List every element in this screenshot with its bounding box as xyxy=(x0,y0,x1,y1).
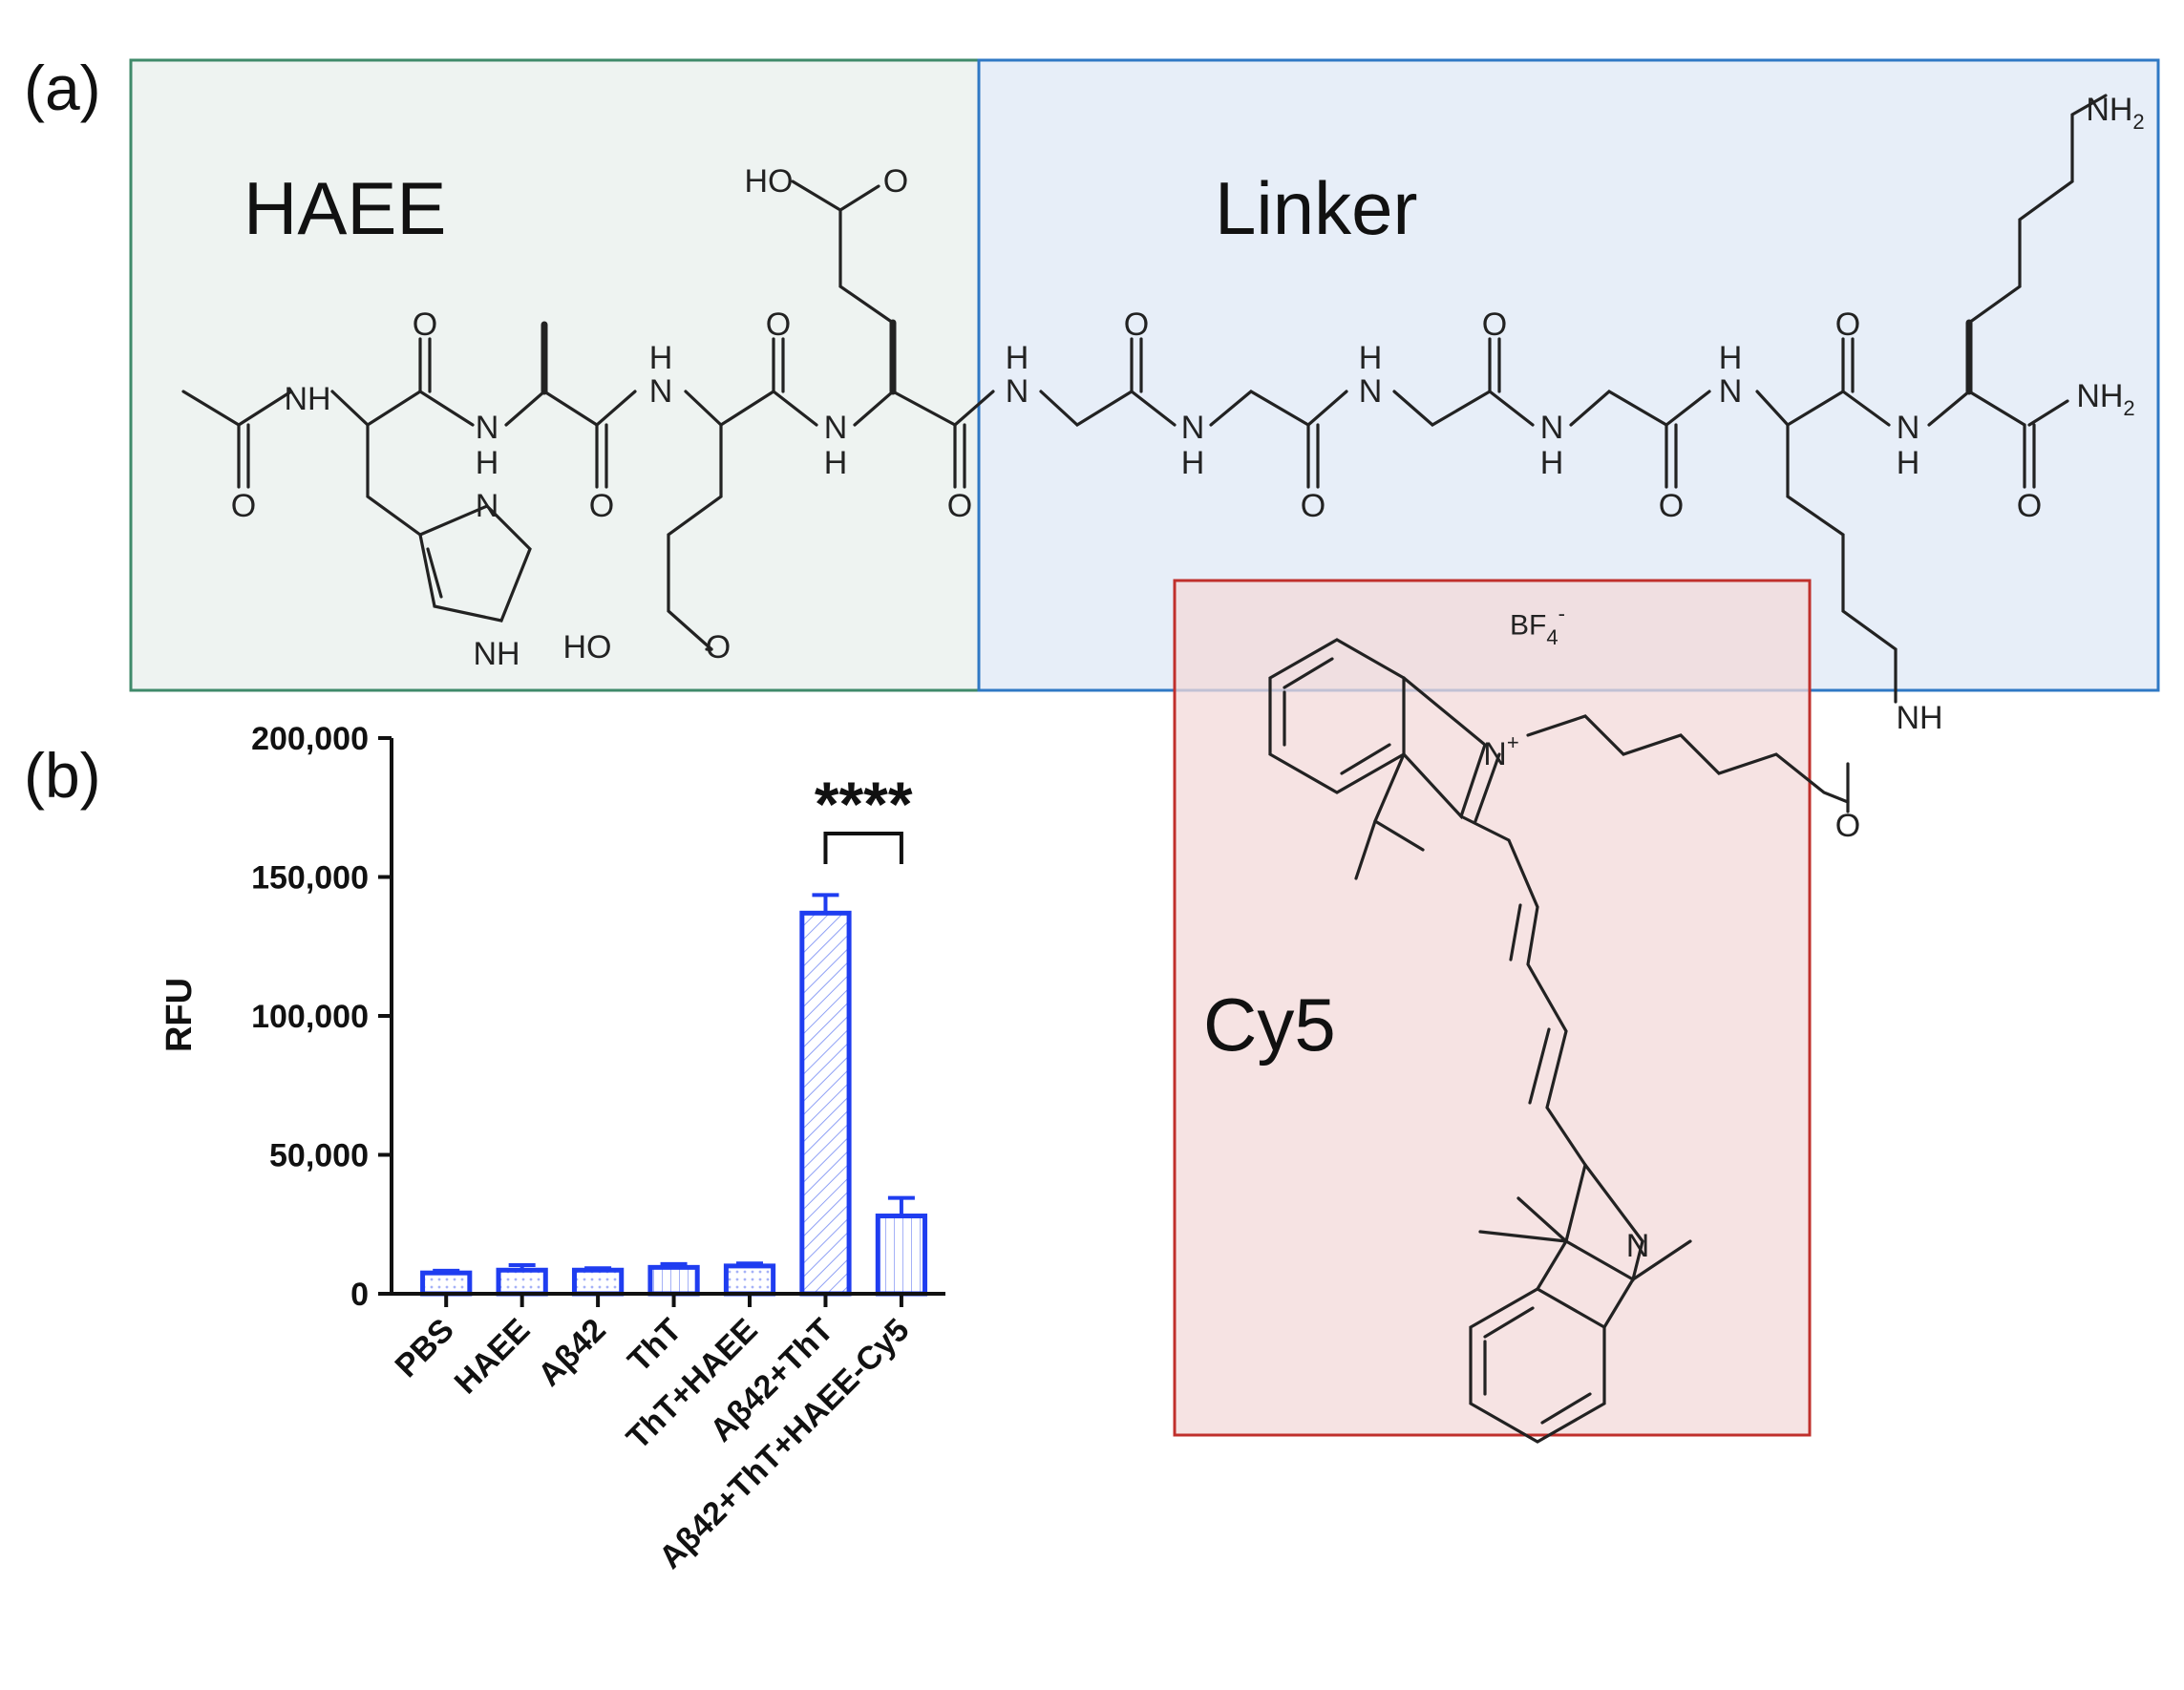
atom-n-7: N xyxy=(1540,410,1564,446)
y-axis-ticks: 0 50,000 100,000 150,000 200,000 xyxy=(251,721,392,1313)
atom-h-3: H xyxy=(824,445,848,481)
atom-o-11: O xyxy=(2017,488,2042,524)
cy5-region-box xyxy=(1173,579,1812,1437)
atom-n-4: N xyxy=(1006,373,1029,410)
cy5-label: Cy5 xyxy=(1203,982,1336,1067)
bar-chart: RFU 0 50,000 100,000 150,000 200,000 PBSHAEE… xyxy=(159,721,945,1575)
atom-nh-his: NH xyxy=(473,636,519,672)
atom-h-6: H xyxy=(1359,340,1383,376)
atom-n-6: N xyxy=(1359,373,1383,410)
atom-n-3: N xyxy=(824,410,848,446)
linker-label: Linker xyxy=(1215,166,1417,250)
y-tick-label: 50,000 xyxy=(269,1138,369,1174)
atom-n-9: N xyxy=(1897,410,1920,446)
atom-o-6: O xyxy=(1124,306,1149,343)
atom-h-8: H xyxy=(1719,340,1743,376)
atom-o-2: O xyxy=(413,306,437,343)
atom-o-9: O xyxy=(1659,488,1684,524)
y-tick-label: 200,000 xyxy=(251,721,369,757)
atom-o-5: O xyxy=(947,488,972,524)
atom-h-5: H xyxy=(1181,445,1205,481)
bar xyxy=(420,1270,473,1297)
atom-n-5: N xyxy=(1181,410,1205,446)
atom-n-his-1: N xyxy=(476,488,499,524)
atom-o-10: O xyxy=(1835,306,1860,343)
atom-o-8: O xyxy=(1482,306,1507,343)
atom-n-8: N xyxy=(1719,373,1743,410)
panel-b-label: (b) xyxy=(24,740,101,811)
y-tick-label: 100,000 xyxy=(251,999,369,1035)
atom-n-methyl-cy5: N xyxy=(1626,1228,1650,1264)
x-tick-label: HAEE xyxy=(448,1312,538,1402)
bar xyxy=(799,910,852,1297)
bar xyxy=(723,1263,776,1297)
panel-a-label: (a) xyxy=(24,53,101,123)
atom-ho-2: HO xyxy=(745,163,794,200)
atom-o-1: O xyxy=(231,488,256,524)
atom-o-3: O xyxy=(589,488,614,524)
x-tick-label: ThT xyxy=(621,1312,689,1380)
atom-h-2: H xyxy=(649,340,673,376)
atom-o-12: O xyxy=(706,629,731,665)
atom-ho-1: HO xyxy=(563,629,612,665)
atom-nh-cy5: NH xyxy=(1896,700,1942,736)
atom-h-9: H xyxy=(1897,445,1920,481)
atom-h-7: H xyxy=(1540,445,1564,481)
atom-n-1: N xyxy=(476,410,499,446)
bar xyxy=(496,1267,548,1297)
atom-labels: NH O O N H O N H O N H O N H O N H O N H… xyxy=(231,92,2145,844)
atom-h-4: H xyxy=(1006,340,1029,376)
haee-region-box xyxy=(129,58,983,692)
bars xyxy=(420,893,928,1297)
atom-n-2: N xyxy=(649,373,673,410)
atom-o-7: O xyxy=(1301,488,1325,524)
peptide-structure xyxy=(181,94,2108,704)
atom-o-13: O xyxy=(883,163,908,200)
y-tick-label: 0 xyxy=(350,1277,369,1313)
atom-o-14: O xyxy=(1835,808,1860,844)
y-axis-title: RFU xyxy=(159,978,200,1052)
significance-label: **** xyxy=(815,769,913,839)
bar xyxy=(571,1267,625,1297)
y-tick-label: 150,000 xyxy=(251,860,369,897)
atom-h-1: H xyxy=(476,445,499,481)
x-tick-label: Aβ42 xyxy=(531,1312,613,1394)
atom-o-4: O xyxy=(766,306,791,343)
bar xyxy=(875,1214,928,1297)
atom-nh-1: NH xyxy=(284,381,330,417)
significance-line xyxy=(823,832,903,864)
significance-bracket: **** xyxy=(815,769,913,864)
bar xyxy=(647,1264,700,1297)
haee-label: HAEE xyxy=(244,166,446,250)
